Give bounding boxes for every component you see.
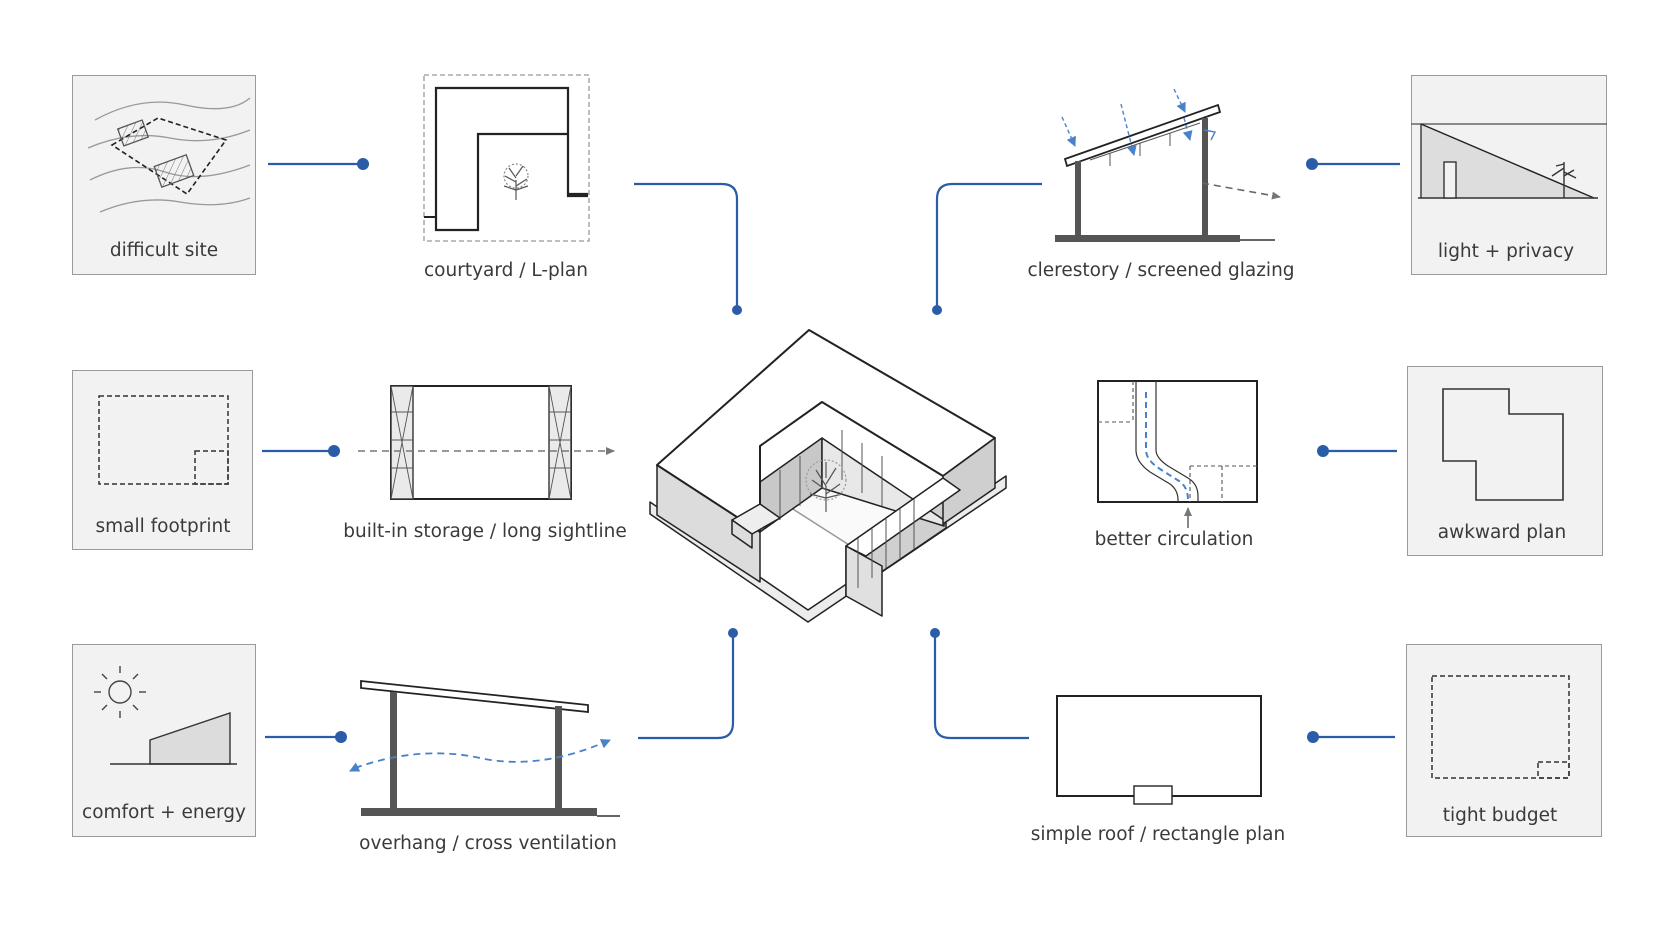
overhang-section-sketch — [349, 679, 620, 817]
label-storage: built-in storage / long sightline — [343, 521, 627, 542]
label-simple-roof: simple roof / rectangle plan — [1030, 824, 1286, 845]
footprint-sketch — [98, 395, 229, 485]
label-difficult-site: difficult site — [109, 240, 219, 261]
energy-house-sketch — [110, 712, 237, 765]
label-clerestory: clerestory / screened glazing — [1027, 260, 1295, 281]
central-house-axonometric — [649, 329, 1007, 623]
label-awkward-plan: awkward plan — [1437, 522, 1567, 543]
privacy-section-sketch — [1411, 123, 1607, 199]
label-tight-budget: tight budget — [1442, 805, 1558, 826]
clerestory-section-sketch — [1055, 88, 1281, 242]
simple-roof-plan-sketch — [1056, 695, 1262, 805]
connectors — [262, 162, 1400, 740]
sun-icon — [94, 666, 146, 718]
label-overhang: overhang / cross ventilation — [359, 833, 617, 854]
label-light-privacy: light + privacy — [1437, 241, 1575, 262]
connector-dots — [328, 158, 1329, 743]
card-awkward-plan — [1407, 366, 1603, 556]
card-small-footprint — [72, 370, 253, 550]
connector-simple-roof-hub — [933, 633, 1029, 740]
label-small-footprint: small footprint — [95, 516, 231, 537]
connector-clerestory-hub — [935, 182, 1042, 309]
label-comfort-energy: comfort + energy — [82, 802, 246, 823]
storage-plan-sketch — [358, 385, 615, 500]
connector-overhang-hub — [638, 633, 735, 740]
label-circulation: better circulation — [1094, 529, 1254, 550]
site-sketch — [87, 97, 251, 213]
connector-courtyard-hub — [634, 182, 739, 309]
awkward-plan-outline — [1442, 388, 1564, 501]
budget-outline — [1431, 675, 1570, 779]
label-courtyard: courtyard / L-plan — [424, 260, 588, 281]
courtyard-plan-sketch — [423, 74, 590, 242]
circulation-plan-sketch — [1097, 380, 1258, 528]
